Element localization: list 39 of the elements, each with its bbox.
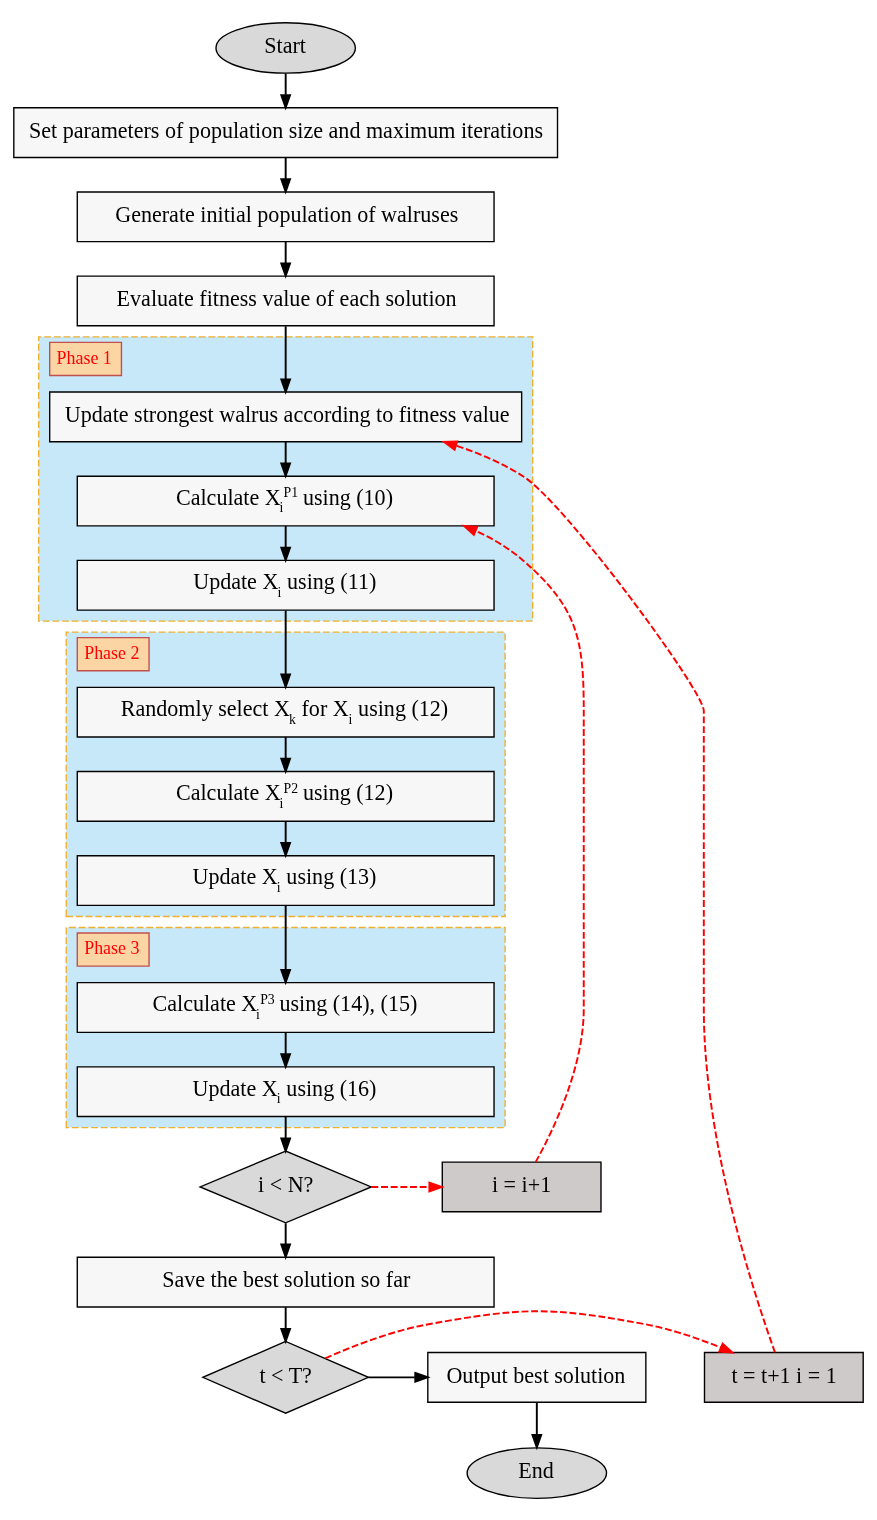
node-box: Update X$_{i}$ using (11)	[76, 559, 495, 611]
arrow	[279, 1031, 292, 1069]
node-box: Generate initial population of walruses	[76, 190, 495, 242]
node-ellipse: Start	[215, 21, 357, 74]
arrow	[324, 1309, 736, 1359]
arrow	[279, 440, 292, 479]
node-box: i = i+1	[441, 1160, 602, 1212]
node-diamond: t < T?	[201, 1340, 371, 1414]
arrow	[461, 524, 585, 1163]
node-box: Output best solution	[427, 1351, 647, 1403]
arrow	[279, 240, 292, 279]
arrow	[279, 1221, 292, 1260]
arrow	[279, 1305, 292, 1344]
arrow	[279, 819, 292, 858]
node-box: Set parameters of population size and maximum iterations	[13, 106, 559, 158]
node-box: t = t+1 i = 1	[703, 1351, 864, 1403]
arrow	[370, 1180, 445, 1193]
arrow	[279, 524, 292, 563]
node-box: Calculate X$_{i}$$^{P1}$ using (10)	[76, 475, 495, 527]
arrow	[367, 1371, 431, 1383]
node-box: Randomly select X$_{k}$ for X$_{i}$ using (12)	[76, 686, 495, 738]
arrow	[279, 1115, 292, 1154]
node-box: Save the best solution so far	[76, 1256, 495, 1308]
node-box: Evaluate fitness value of each solution	[76, 274, 495, 326]
node-box: Update X$_{i}$ using (16)	[76, 1065, 495, 1117]
node-box: Update X$_{i}$ using (13)	[76, 854, 495, 906]
arrow	[279, 324, 292, 395]
node-diamond: i < N?	[198, 1149, 373, 1224]
arrow	[279, 71, 292, 110]
node-box: Calculate X$_{i}$$^{P3}$ using (14), (15)	[76, 981, 495, 1033]
node-box: Update strongest walrus according to fitness value	[49, 390, 523, 442]
arrow	[531, 1400, 543, 1450]
arrow	[279, 156, 292, 195]
arrow	[279, 609, 292, 690]
node-ellipse: End	[466, 1446, 608, 1499]
node-box: Calculate X$_{i}$$^{P2}$ using (12)	[76, 770, 495, 822]
arrow	[279, 904, 292, 985]
arrow	[441, 439, 776, 1353]
arrow	[279, 735, 292, 774]
